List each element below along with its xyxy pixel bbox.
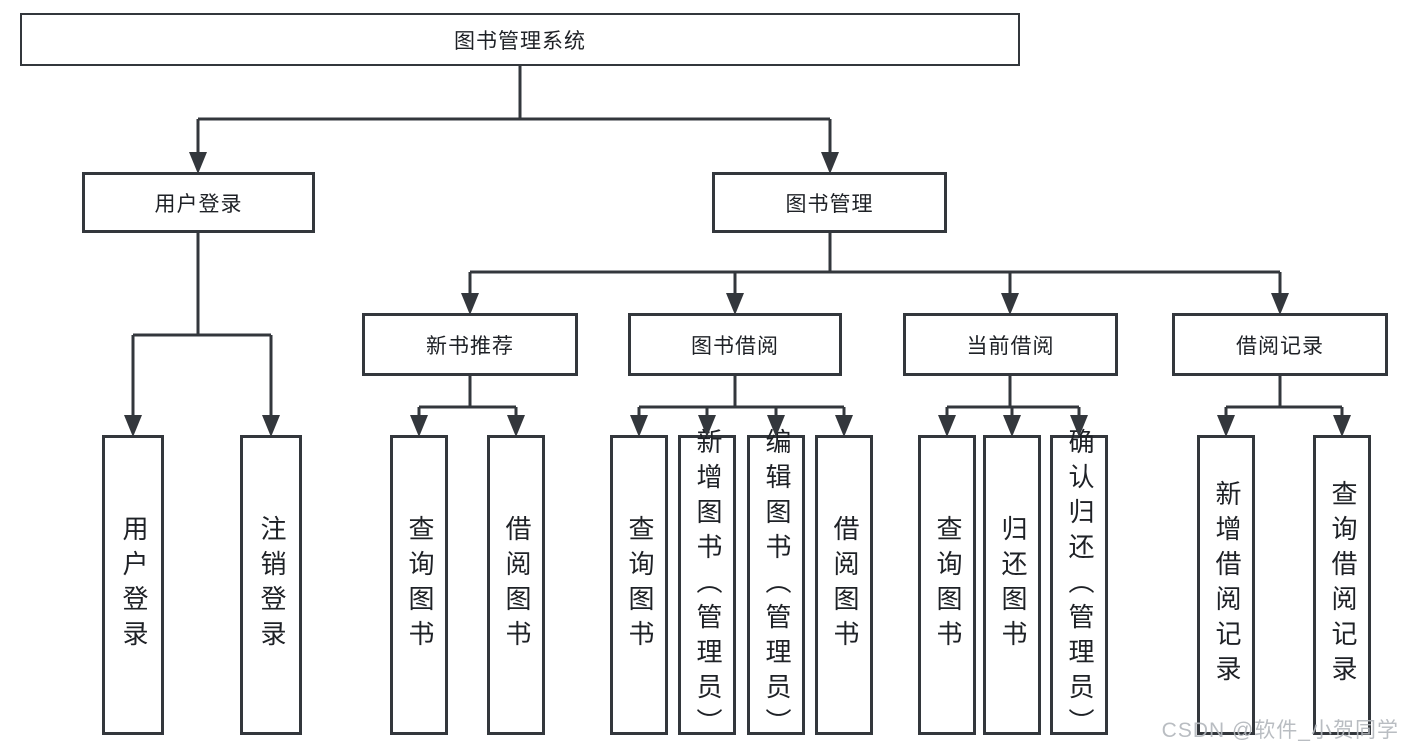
leaf-borrow-books: 借阅图书 [815,435,873,735]
leaf-logout: 注销登录 [240,435,302,735]
leaf-label: 用户登录 [118,515,149,655]
node-borrow-records: 借阅记录 [1172,313,1388,376]
leaf-borrow-books-recommend: 借阅图书 [487,435,545,735]
watermark: CSDN @软件_小贺同学 [1161,719,1399,742]
leaf-user-login: 用户登录 [102,435,164,735]
leaf-label: 归还图书 [997,515,1028,655]
leaf-label: 查询图书 [624,515,655,655]
leaf-label: 查询借阅记录 [1327,480,1358,690]
leaf-confirm-return-admin: 确认归还（管理员） [1050,428,1108,743]
leaf-add-books-admin: 新增图书（管理员） [678,428,736,743]
leaf-label: 查询图书 [404,515,435,655]
node-label: 图书借阅 [691,334,779,358]
node-label: 图书管理系统 [454,29,586,53]
node-label: 用户登录 [154,192,243,216]
leaf-query-books-borrow: 查询图书 [610,435,668,735]
leaf-label: 新增借阅记录 [1211,480,1242,690]
leaf-label: 注销登录 [256,515,287,655]
leaf-label: 新增图书（管理员） [692,427,723,743]
node-current-borrow: 当前借阅 [903,313,1118,376]
leaf-return-books: 归还图书 [983,435,1041,735]
node-new-book-recommend: 新书推荐 [362,313,578,376]
node-book-management-branch: 图书管理 [712,172,947,233]
node-label: 当前借阅 [966,334,1055,358]
leaf-label: 借阅图书 [501,515,532,655]
node-label: 借阅记录 [1236,334,1324,358]
leaf-query-books-recommend: 查询图书 [390,435,448,735]
leaf-query-borrow-record: 查询借阅记录 [1313,435,1371,735]
leaf-edit-books-admin: 编辑图书（管理员） [747,428,805,743]
node-user-login-branch: 用户登录 [82,172,315,233]
leaf-query-books-current: 查询图书 [918,435,976,735]
node-book-borrow: 图书借阅 [628,313,842,376]
node-label: 新书推荐 [426,334,514,358]
node-label: 图书管理 [785,192,874,216]
leaf-label: 查询图书 [932,515,963,655]
leaf-label: 确认归还（管理员） [1064,427,1095,743]
leaf-add-borrow-record: 新增借阅记录 [1197,435,1255,735]
leaf-label: 借阅图书 [829,515,860,655]
leaf-label: 编辑图书（管理员） [761,427,792,743]
node-library-system: 图书管理系统 [20,13,1020,66]
